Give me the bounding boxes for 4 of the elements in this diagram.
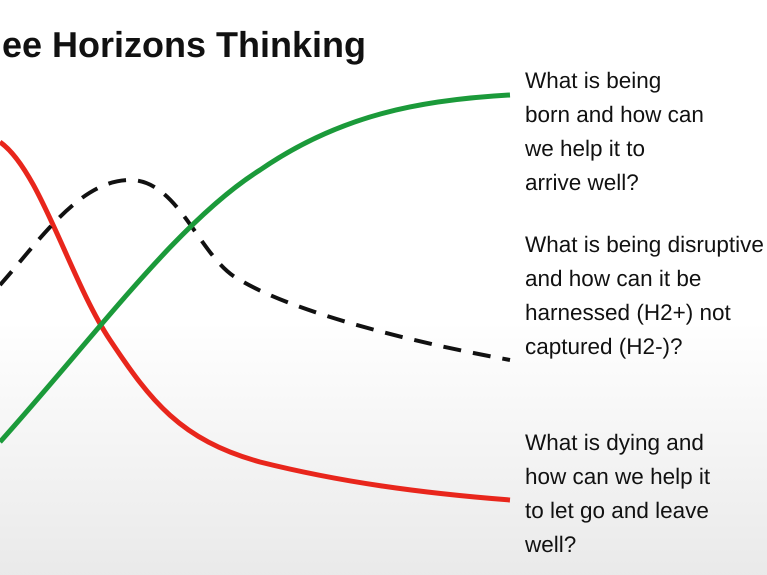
slide-title: ee Horizons Thinking [2,24,366,66]
question-text: What is being born and how can we help it to arrive well? [525,67,705,197]
question-text: What is dying and how can we help it to let go and leave well? [525,429,712,559]
question-text: What is being disruptive and how can it be harnessed (H2+) not captured (H2-)? [525,231,765,361]
